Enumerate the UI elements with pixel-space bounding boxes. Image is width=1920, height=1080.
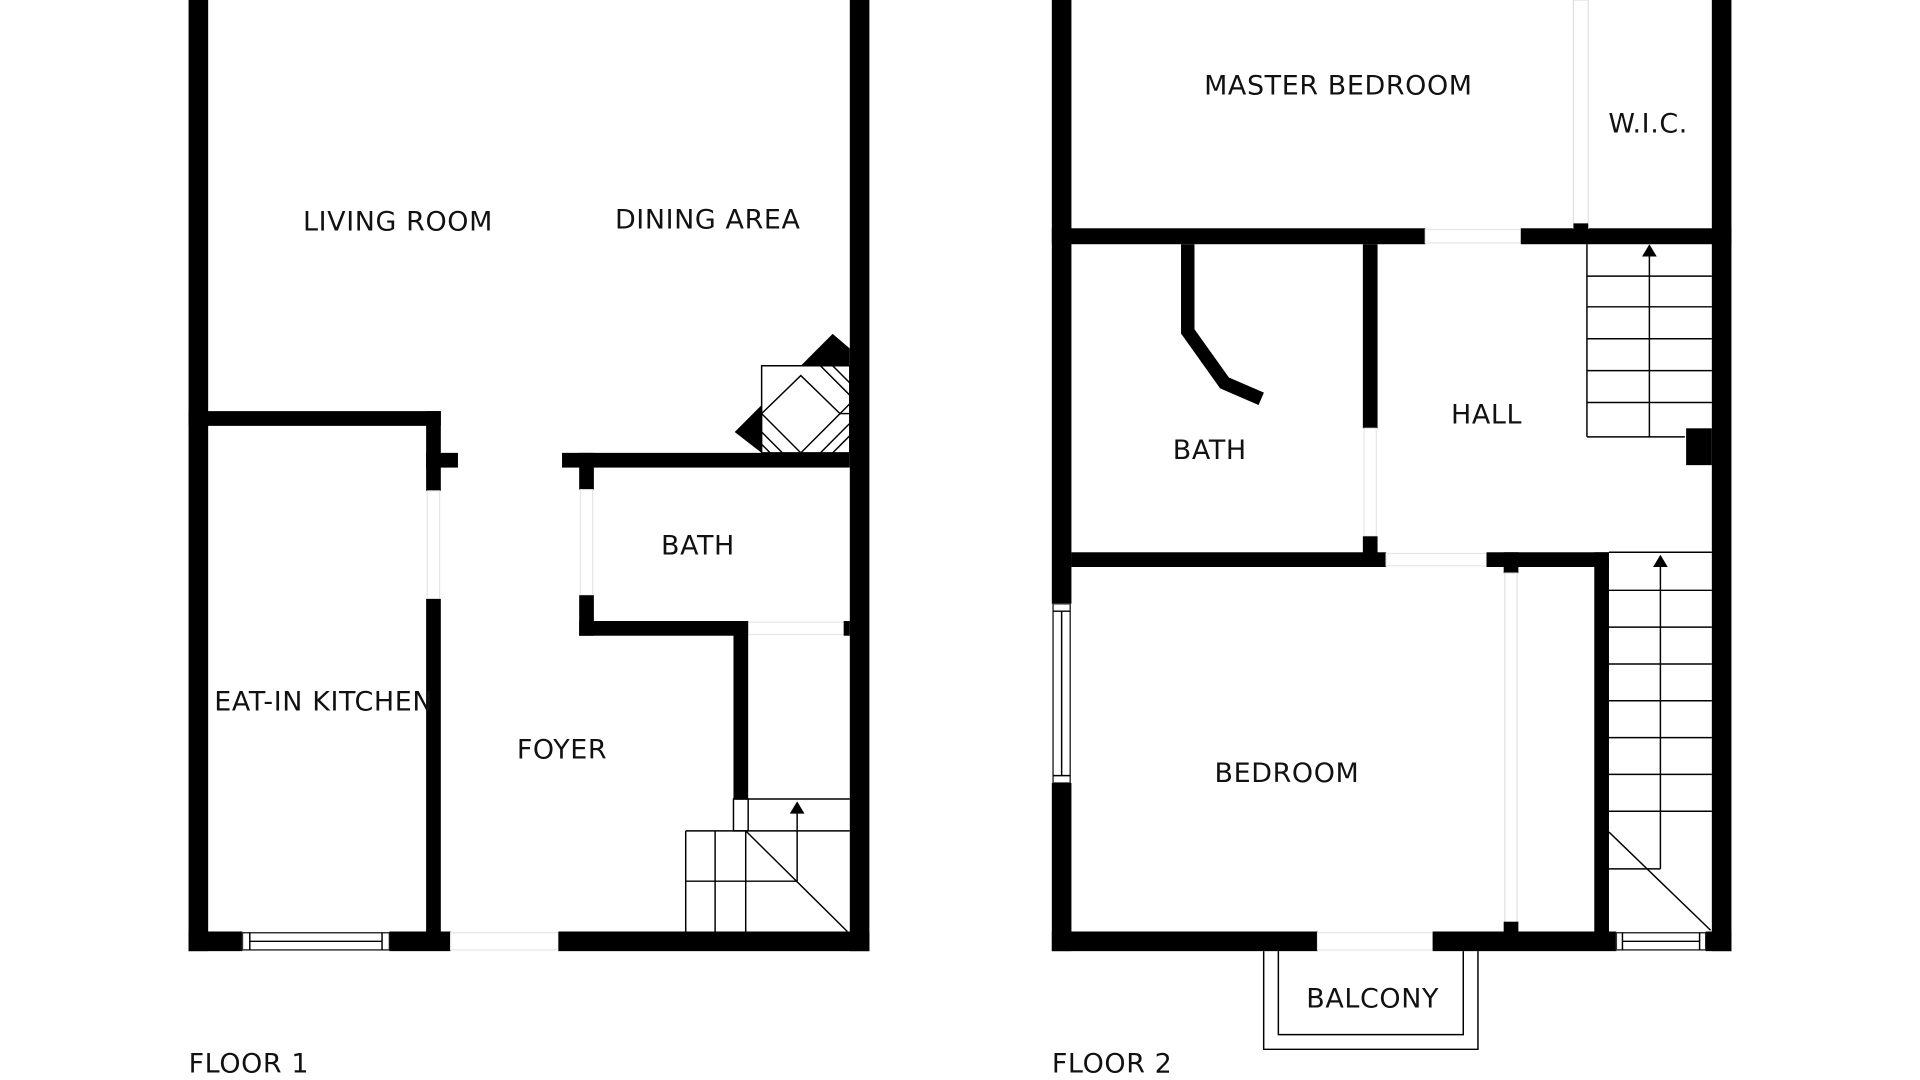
bath-doorway-floor-2 (1363, 427, 1377, 537)
room-label-foyer: FOYER (517, 734, 607, 765)
floor-2-west-wall (1051, 0, 1072, 604)
room-label-eat-in-kitchen: EAT-IN KITCHEN (214, 687, 433, 718)
bath-south-wall (579, 621, 749, 636)
room-label-bath-floor-1: BATH (661, 531, 735, 562)
bath-north-wall (562, 452, 850, 468)
room-label-master-bedroom: MASTER BEDROOM (1204, 70, 1473, 101)
bedroom-doorway (1385, 552, 1488, 567)
room-label-bath-floor-2: BATH (1173, 435, 1247, 466)
floor-2-label: FLOOR 2 (1052, 1049, 1173, 1080)
floor-1-south-wall (188, 931, 243, 952)
floor-2-south-wall (1051, 931, 1318, 952)
balcony-door (1316, 932, 1434, 951)
stair-enclosure-wall (1594, 552, 1609, 932)
room-label-hall: HALL (1451, 399, 1522, 430)
floor-1-staircase-icon (684, 798, 850, 933)
floor-1-west-wall (188, 0, 209, 952)
kitchen-doorway (426, 490, 441, 600)
room-label-balcony: BALCONY (1306, 984, 1439, 1015)
floor-1-plan: LIVING ROOM DINING AREA BATH EAT-IN KITC… (188, 0, 870, 1080)
floor-2-plan: MASTER BEDROOM W.I.C. BATH HALL BEDROOM … (1051, 0, 1732, 1080)
wic-doorway (1572, 0, 1589, 229)
floor-1-label: FLOOR 1 (189, 1049, 310, 1080)
master-bedroom-doorway (1424, 228, 1522, 244)
bath-east-wall (1362, 244, 1378, 429)
floor-2-lower-staircase-icon (1608, 551, 1712, 931)
floor-1-east-wall (849, 0, 870, 952)
closet-doorway (1504, 572, 1518, 925)
floor-2-east-wall (1711, 0, 1732, 952)
room-label-dining-area: DINING AREA (615, 204, 801, 235)
room-label-living-room: LIVING ROOM (303, 207, 493, 238)
floor-2-upper-staircase-icon (1586, 244, 1712, 466)
room-label-wic: W.I.C. (1608, 109, 1688, 140)
master-bedroom-south-wall (1051, 228, 1426, 245)
bedroom-north-wall (1071, 552, 1387, 567)
stair-closet-wall (733, 621, 749, 799)
fireplace-icon (734, 333, 851, 454)
bath-doorway (579, 489, 594, 596)
kitchen-north-wall (188, 411, 441, 426)
kitchen-east-wall (426, 598, 441, 932)
balcony-outline (1262, 951, 1479, 1051)
front-entry-door (450, 932, 559, 951)
room-label-bedroom: BEDROOM (1215, 758, 1360, 789)
shower-partition (1181, 244, 1264, 406)
